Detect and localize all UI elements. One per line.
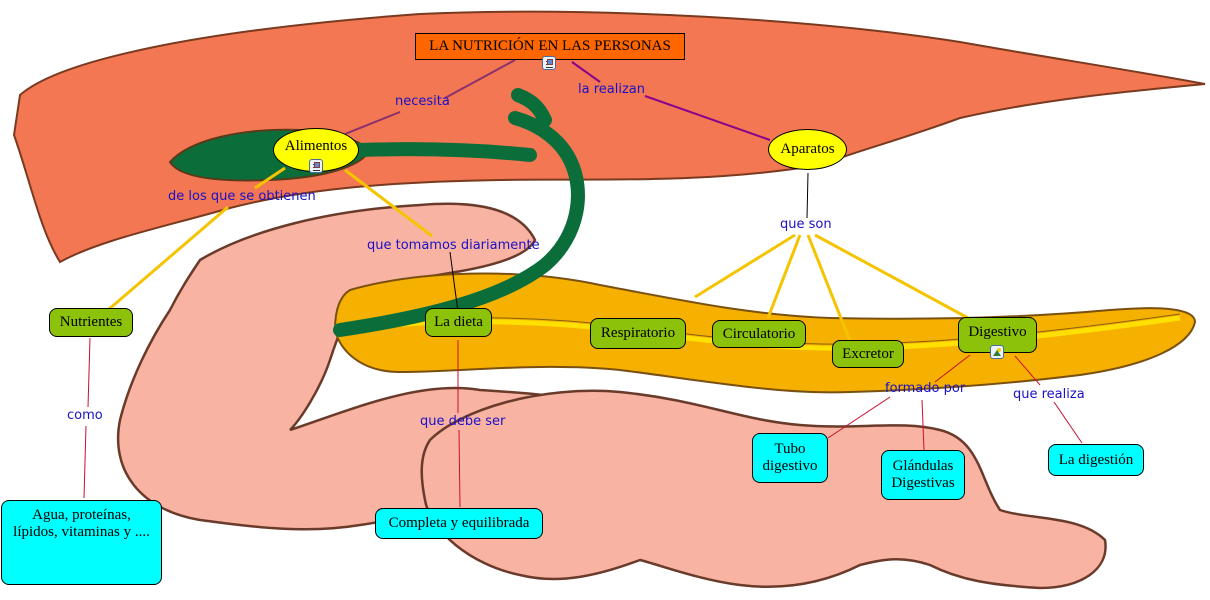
- link-que-realiza[interactable]: que realiza: [1013, 387, 1085, 402]
- link-la-realizan[interactable]: la realizan: [578, 82, 645, 97]
- liver-shape: [12, 10, 1206, 264]
- concept-circulatorio[interactable]: Circulatorio: [712, 320, 806, 348]
- concept-glandulas-digestivas[interactable]: Glándulas Digestivas: [881, 450, 965, 500]
- title-concept[interactable]: LA NUTRICIÓN EN LAS PERSONAS: [415, 33, 685, 60]
- concept-glandulas-digestivas-label: Glándulas Digestivas: [891, 458, 955, 491]
- concept-digestivo-label: Digestivo: [968, 323, 1027, 340]
- link-como[interactable]: como: [67, 408, 103, 423]
- link-que-son[interactable]: que son: [780, 217, 832, 232]
- concept-la-dieta-label: La dieta: [434, 314, 483, 330]
- document-resource-icon[interactable]: [542, 56, 556, 70]
- concept-respiratorio[interactable]: Respiratorio: [590, 318, 686, 349]
- concept-agua-proteinas[interactable]: Agua, proteínas, lípidos, vitaminas y ..…: [1, 500, 162, 585]
- concept-la-dieta[interactable]: La dieta: [425, 308, 492, 337]
- link-formado-por[interactable]: formado por: [885, 381, 966, 396]
- concept-completa-equilibrada-label: Completa y equilibrada: [388, 515, 530, 531]
- concept-completa-equilibrada[interactable]: Completa y equilibrada: [375, 508, 543, 539]
- concept-aparatos[interactable]: Aparatos: [768, 129, 847, 170]
- document-resource-icon[interactable]: [309, 159, 323, 173]
- concept-tubo-digestivo[interactable]: Tubo digestivo: [752, 433, 828, 483]
- link-que-debe-ser[interactable]: que debe ser: [420, 414, 506, 429]
- concept-excretor-label: Excretor: [842, 345, 894, 362]
- concept-la-digestion[interactable]: La digestión: [1048, 444, 1144, 476]
- image-resource-icon[interactable]: [990, 345, 1004, 359]
- concept-tubo-digestivo-label: Tubo digestivo: [762, 441, 818, 474]
- concept-circulatorio-label: Circulatorio: [722, 325, 796, 342]
- concept-la-digestion-label: La digestión: [1058, 451, 1134, 468]
- intestine-shape: [420, 389, 1107, 590]
- title-concept-label: LA NUTRICIÓN EN LAS PERSONAS: [429, 38, 671, 54]
- concept-aparatos-label: Aparatos: [780, 141, 835, 157]
- link-que-tomamos-diariamente[interactable]: que tomamos diariamente: [367, 238, 540, 253]
- concept-excretor[interactable]: Excretor: [832, 340, 904, 368]
- concept-agua-proteinas-label: Agua, proteínas, lípidos, vitaminas y ..…: [13, 507, 150, 540]
- concept-alimentos-label: Alimentos: [284, 137, 348, 154]
- link-necesita[interactable]: necesita: [395, 94, 450, 109]
- concept-nutrientes-label: Nutrientes: [59, 314, 123, 330]
- concept-nutrientes[interactable]: Nutrientes: [49, 308, 133, 337]
- concept-respiratorio-label: Respiratorio: [600, 325, 676, 341]
- link-de-los-que-se-obtienen[interactable]: de los que se obtienen: [168, 189, 316, 204]
- connection-lines: [83, 59, 1083, 508]
